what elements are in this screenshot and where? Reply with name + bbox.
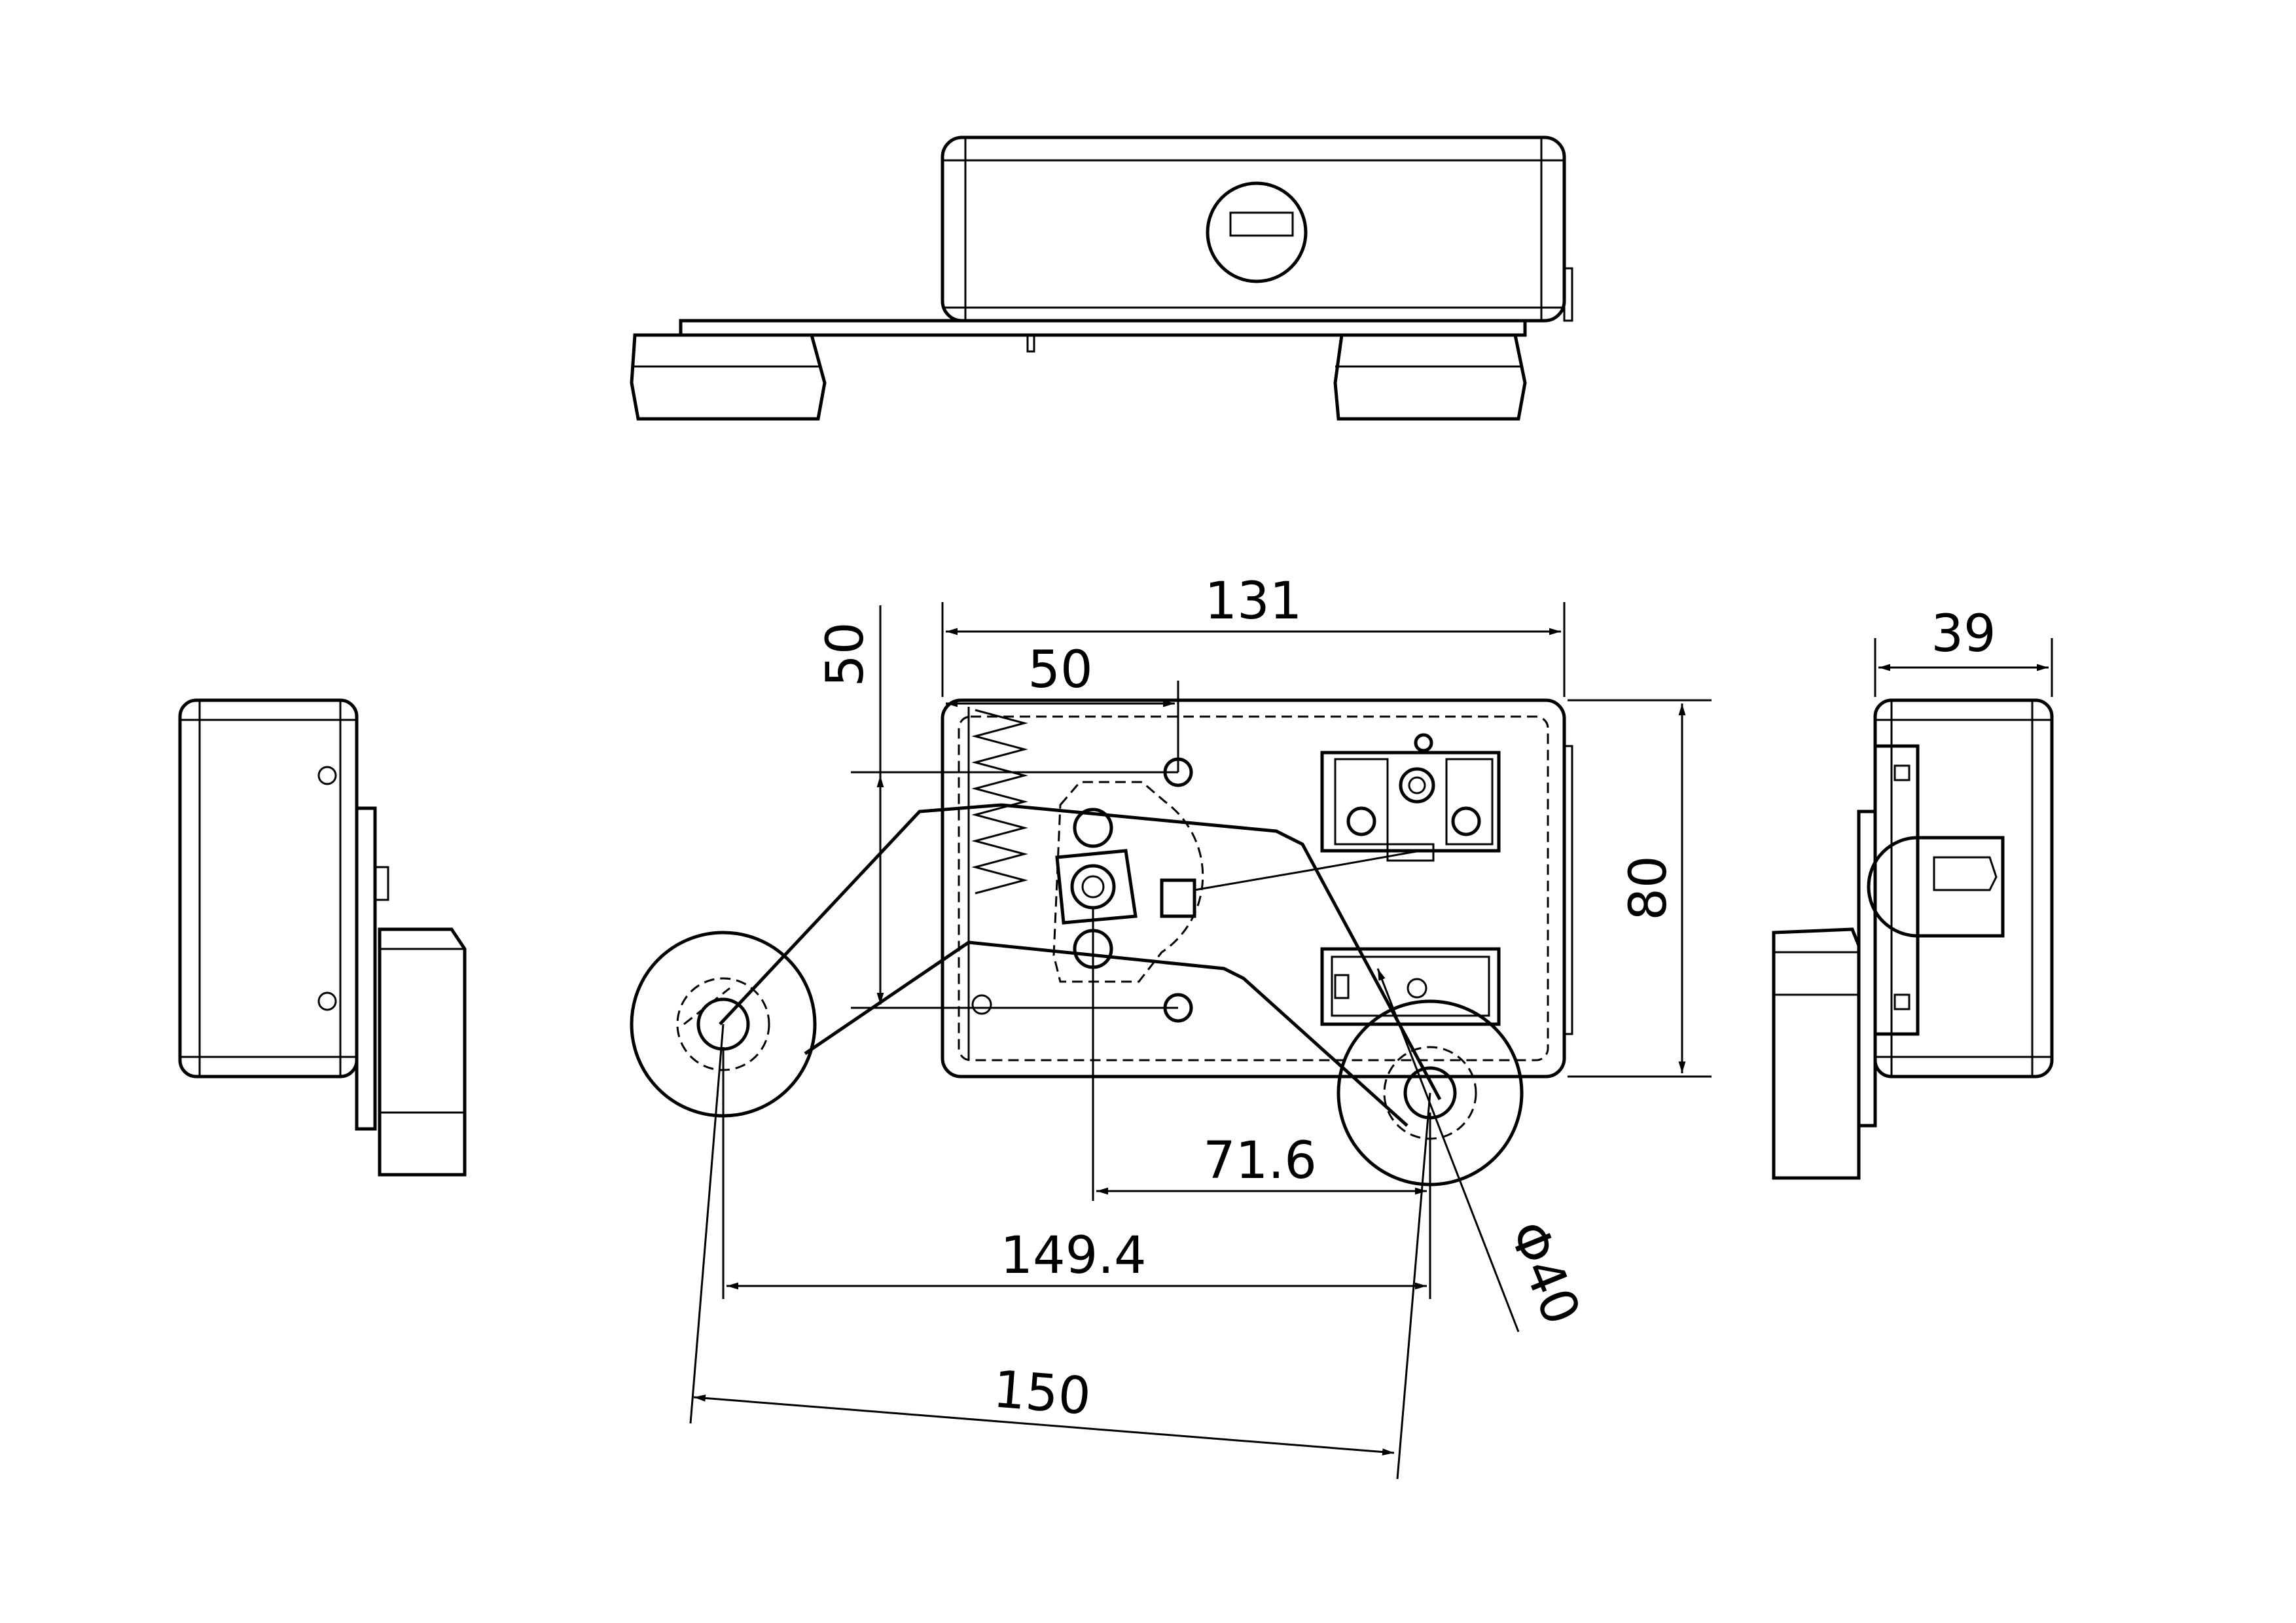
dim-50-vertical-label: 50 [816,622,875,687]
dim-50-horizontal-label: 50 [1028,641,1092,700]
spring [971,709,1028,895]
dim-149-4-label: 149.4 [1000,1226,1146,1285]
lever-arm [683,803,1442,1127]
dim-150-label: 150 [991,1360,1092,1426]
roller-left-top [630,333,827,421]
front-view: 131 50 50 80 39 [630,572,2053,1480]
terminal-block [1320,733,1501,862]
dim-depth-39: 39 [1874,605,2053,697]
lower-terminal [1320,947,1501,1026]
shaft-hub [1206,181,1308,283]
dim-131-label: 131 [1205,572,1302,631]
dim-50-vertical: 50 [816,605,1178,1009]
dim-80-label: 80 [1619,855,1678,920]
dim-arm-150: 150 [689,1024,1431,1480]
dim-width-131: 131 [941,572,1566,697]
dim-39-label: 39 [1931,605,1996,664]
dim-50-horizontal: 50 [946,641,1179,772]
roller-right-top [1333,333,1527,421]
right-side-view [1772,698,2054,1180]
dim-71-6: 71.6 [1092,906,1431,1201]
dim-149-4: 149.4 [722,1047,1431,1299]
housing [941,698,1566,1079]
top-view [630,135,1573,421]
shaft-center [1070,864,1116,910]
dim-height-80: 80 [1568,699,1712,1078]
left-side-view [178,698,467,1177]
dim-71-6-label: 71.6 [1203,1132,1317,1190]
